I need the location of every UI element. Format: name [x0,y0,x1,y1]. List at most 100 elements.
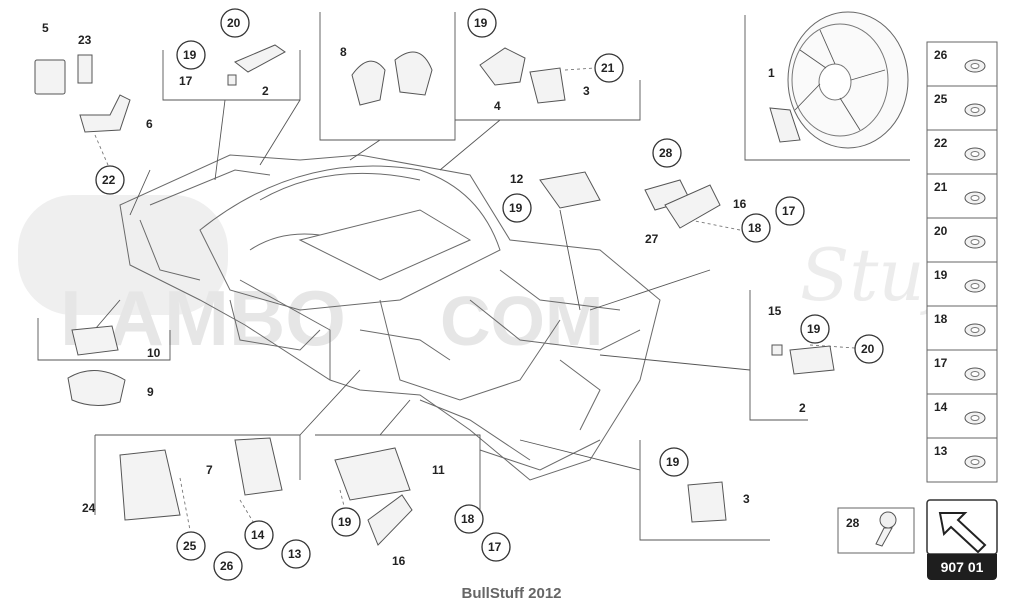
part-11-bracket [334,447,411,501]
callout-17c: 17 [488,540,502,554]
hardware-icon [964,367,986,381]
arrow-box [926,499,998,555]
legend-row: 17 [926,349,998,395]
callout-17b: 17 [782,204,796,218]
legend-row: 18 [926,305,998,351]
legend-number: 14 [934,400,948,414]
callout-19e: 19 [338,515,352,529]
callout-25: 25 [183,539,197,553]
part-4-bracket [479,47,526,86]
callout-13: 13 [288,547,302,561]
legend-number: 17 [934,356,948,370]
legend-row: 25 [926,85,998,131]
parts [34,44,835,546]
part-10-bracket [71,325,119,356]
hardware-icon [964,455,986,469]
callout-2b: 2 [799,401,806,415]
legend-row: 21 [926,173,998,219]
hardware-icon [964,323,986,337]
callout-19c: 19 [509,201,523,215]
hardware-icon [964,411,986,425]
legend-number: 22 [934,136,948,150]
legend-row: 26 [926,41,998,87]
legend-row: 19 [926,261,998,307]
callout-10: 10 [147,346,161,360]
legend-number: 21 [934,180,948,194]
legend-number: 19 [934,268,948,282]
watermark-tag: COM [440,282,603,360]
part-16-sensor-b [367,494,413,546]
legend-row: 22 [926,129,998,175]
callout-28: 28 [659,146,673,160]
callout-19b: 19 [474,16,488,30]
hardware-icon [964,191,986,205]
callout-24: 24 [82,501,96,515]
callout-6: 6 [146,117,153,131]
part-17-nut [227,74,237,86]
wheel [769,11,909,149]
callout-15: 15 [768,304,782,318]
legend-row: 14 [926,393,998,439]
part-6-bracket [79,94,131,133]
part-2-antenna-b [789,345,835,375]
hardware-icon [964,279,986,293]
inset-frames [37,12,910,541]
callout-11: 11 [432,463,445,477]
callout-5: 5 [42,21,49,35]
part-23-pad [77,54,93,84]
diagram-code: 907 01 [927,554,997,580]
callout-22: 22 [102,173,116,187]
callout-20: 20 [227,16,241,30]
callout-28b: 28 [846,516,860,530]
callout-21: 21 [601,61,615,75]
chassis-frame [119,154,661,481]
callout-12: 12 [510,172,524,186]
callout-4: 4 [494,99,501,113]
part-2-antenna [234,44,286,73]
part-3-module [529,67,566,104]
callout-27: 27 [645,232,659,246]
part-16-sensor [664,184,721,229]
callouts: 5 23 6 22 20 19 17 2 8 19 4 21 3 1 12 19… [42,8,884,581]
callout-17: 17 [179,74,193,88]
part-8-horn-a [351,60,386,106]
part-7-module [234,437,283,496]
callout-3: 3 [583,84,590,98]
callout-20b: 20 [861,342,875,356]
hardware-icon [964,235,986,249]
hardware-icon [964,147,986,161]
part-3-module-b [687,481,727,523]
legend-number: 13 [934,444,948,458]
callout-18b: 18 [461,512,475,526]
legend-number: 20 [934,224,948,238]
part-12-bracket [539,171,601,209]
callout-19f: 19 [666,455,680,469]
part-9-cover [67,370,126,406]
credit-text: BullStuff 2012 [461,585,562,602]
callout-8: 8 [340,45,347,59]
callout-23: 23 [78,33,92,47]
leader-lines [89,67,856,531]
part-15-clip [771,344,783,356]
part-24-control-unit [119,449,181,521]
legend-number: 25 [934,92,948,106]
callout-14: 14 [251,528,265,542]
callout-3b: 3 [743,492,750,506]
callout-7: 7 [206,463,213,477]
box-28: 28 [837,507,915,554]
watermark: LAMBO COM Stuff [18,195,987,362]
callout-16b: 16 [392,554,406,568]
legend-number: 18 [934,312,948,326]
callout-1: 1 [768,66,775,80]
callout-16: 16 [733,197,747,211]
part-5-control-unit [34,59,66,95]
legend-number: 26 [934,48,948,62]
callout-26: 26 [220,559,234,573]
hardware-icon [964,59,986,73]
callout-9: 9 [147,385,154,399]
hardware-icon [964,103,986,117]
callout-19: 19 [183,48,197,62]
part-8-horn-b [394,51,433,96]
legend-table: 26 25 22 21 20 19 18 17 14 13 [926,41,998,483]
